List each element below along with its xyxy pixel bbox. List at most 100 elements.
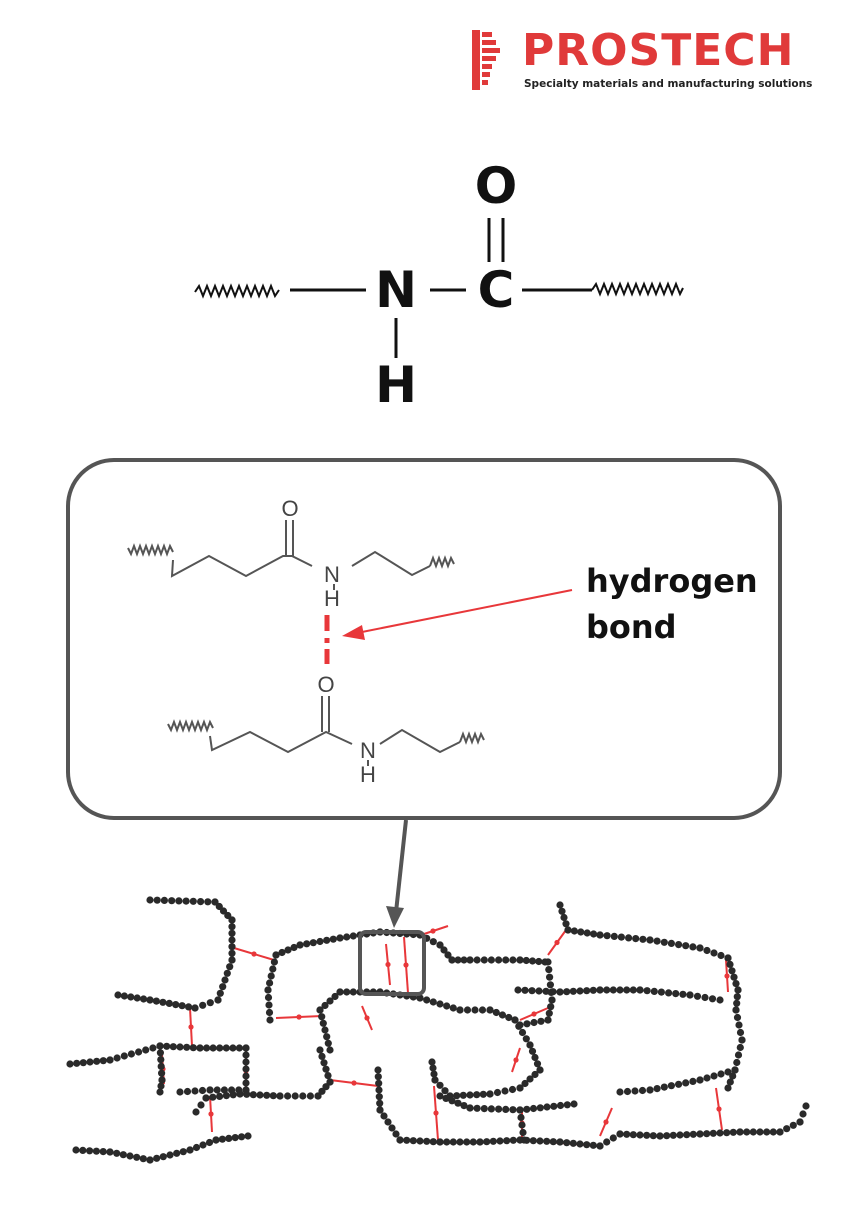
chain-bead	[66, 1060, 74, 1068]
zoom-highlight-box	[358, 930, 426, 996]
chain-bead	[175, 897, 183, 905]
chain-bead	[675, 1080, 683, 1088]
chain-bead	[374, 1066, 382, 1074]
chain-bead	[135, 1048, 143, 1056]
chain-bead	[459, 1091, 467, 1099]
chain-bead	[159, 998, 167, 1006]
chain-bead	[802, 1102, 810, 1110]
chain-bead	[689, 1130, 697, 1138]
hydrogen-bond-inset: O N H O N H hydrogen bond	[66, 458, 782, 820]
chain-bead	[549, 1138, 557, 1146]
chain-bead	[473, 956, 481, 964]
hydrogen-bond-marker	[364, 1015, 370, 1021]
chain-bead	[516, 1106, 524, 1114]
chain-bead	[517, 1113, 525, 1122]
chain-bead	[229, 1044, 237, 1052]
chain-bead	[152, 997, 160, 1005]
chain-bead	[732, 980, 740, 988]
chain-bead	[213, 1086, 221, 1094]
chain-bead	[436, 1081, 444, 1089]
chain-bead	[79, 1059, 87, 1067]
chain-bead	[73, 1059, 81, 1067]
hydrogen-bond-marker	[513, 1057, 519, 1063]
chain-bead	[726, 1078, 734, 1086]
chain-bead	[480, 956, 488, 964]
chain-bead	[563, 988, 571, 996]
chain-bead	[192, 1108, 200, 1116]
chain-bead	[596, 931, 604, 939]
chain-bead	[265, 1008, 274, 1017]
chain-bead	[550, 1102, 558, 1110]
chain-bead	[473, 1104, 481, 1112]
chain-bead	[617, 933, 626, 941]
chain-bead	[321, 1001, 329, 1010]
hydrogen-bond-marker	[296, 1014, 302, 1020]
chain-bead	[520, 1136, 528, 1144]
chain-bead	[409, 1137, 417, 1145]
chain-bead	[643, 1131, 651, 1139]
chain-bead	[596, 1142, 604, 1150]
chain-bead	[306, 1092, 314, 1100]
chain-bead	[216, 1044, 224, 1052]
chain-bead	[656, 1132, 664, 1140]
inset-bottom-nitrogen: N	[360, 738, 376, 763]
chain-bead	[709, 1129, 717, 1137]
chain-bead	[242, 1051, 250, 1059]
chain-bead	[569, 1139, 577, 1147]
chain-bead	[430, 1070, 438, 1078]
chain-bead	[529, 1137, 537, 1145]
chain-bead	[242, 1079, 250, 1087]
chain-bead	[547, 1003, 555, 1011]
chain-bead	[731, 1066, 739, 1074]
chain-bead	[321, 1026, 329, 1034]
chain-bead	[199, 1141, 207, 1149]
inset-connector-line	[394, 819, 408, 913]
chain-bead	[316, 1046, 324, 1054]
chain-bead	[133, 994, 141, 1002]
chain-bead	[460, 1102, 468, 1110]
chain-bead	[729, 1128, 737, 1136]
chain-bead	[326, 997, 334, 1005]
chain-bead	[696, 1076, 704, 1084]
chain-bead	[214, 996, 222, 1004]
chain-bead	[72, 1146, 80, 1154]
chain-bead	[423, 996, 431, 1004]
chain-bead	[542, 987, 550, 995]
chain-bead	[483, 1138, 491, 1146]
chain-bead	[508, 1085, 517, 1094]
chain-bead	[299, 1092, 307, 1100]
chain-bead	[616, 1130, 624, 1138]
amide-nitrogen: N	[375, 261, 417, 319]
chain-bead	[429, 938, 437, 946]
chain-bead	[590, 930, 598, 938]
chain-bead	[682, 942, 690, 950]
chain-bead	[523, 1105, 531, 1113]
chain-bead	[86, 1058, 94, 1066]
chain-bead	[316, 937, 324, 946]
chain-bead	[466, 956, 474, 964]
chain-bead	[416, 994, 424, 1002]
inset-connector-arrowhead	[386, 906, 404, 928]
chain-bead	[204, 898, 212, 906]
chain-bead	[603, 932, 611, 940]
hydrogen-bond-marker	[385, 961, 391, 968]
chain-bead	[631, 1087, 639, 1095]
chain-bead	[493, 1088, 502, 1097]
chain-bead	[564, 926, 572, 934]
chain-bead	[603, 986, 611, 994]
chain-bead	[738, 1036, 746, 1044]
chain-bead	[448, 1097, 456, 1105]
chain-bead	[498, 1011, 507, 1019]
chain-bead	[324, 1039, 332, 1047]
chain-bead	[191, 1004, 199, 1012]
chain-bead	[225, 1134, 233, 1142]
chain-bead	[736, 1043, 744, 1052]
chain-bead	[215, 902, 223, 911]
chain-bead	[710, 1072, 718, 1080]
chain-bead	[209, 1044, 217, 1052]
chain-bead	[603, 1138, 611, 1146]
chain-bead	[165, 999, 173, 1008]
chain-bead	[732, 1006, 740, 1014]
chain-bead	[536, 1066, 544, 1074]
chain-bead	[309, 939, 317, 947]
